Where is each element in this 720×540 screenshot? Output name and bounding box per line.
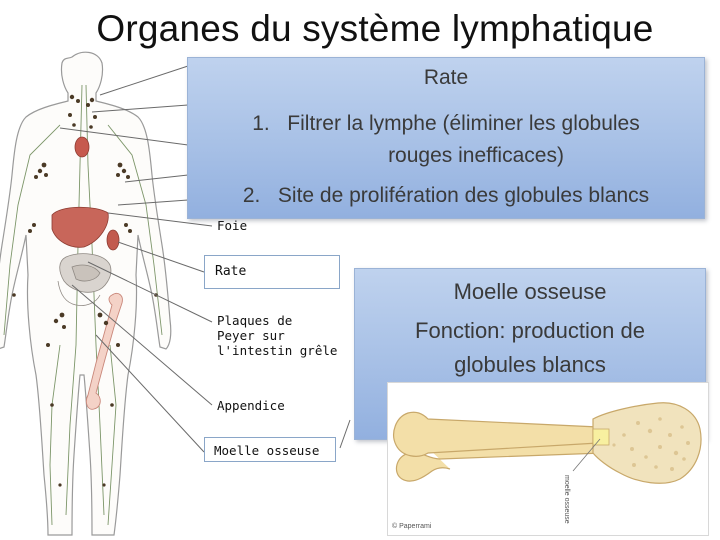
rate-item-1: 1. Filtrer la lymphe (éliminer les globu… xyxy=(188,108,704,140)
bone-copyright: © Paperrami xyxy=(392,523,432,530)
moelle-function: Fonction: production de globules blancs xyxy=(355,314,705,382)
label-appendice: Appendice xyxy=(215,398,287,413)
page-title: Organes du système lymphatique xyxy=(96,8,654,49)
rate-item-2-line-1: Site de prolifération des globules blanc… xyxy=(277,184,650,207)
moelle-function-line-1: Fonction: production de xyxy=(415,318,645,343)
femur-drawing xyxy=(393,402,702,484)
rate-item-1-continuation: rouges inefficaces) xyxy=(388,144,564,167)
bone-illustration: moelle osseuse © Paperrami xyxy=(387,382,709,536)
rate-item-1-number: 1. xyxy=(252,112,270,135)
rate-callout: Rate 1. Filtrer la lymphe (éliminer les … xyxy=(187,57,705,219)
label-plaques-de-peyer: Plaques de Peyer sur l'intestin grêle xyxy=(215,313,340,358)
bone-marrow-vertical-label: moelle osseuse xyxy=(563,475,570,524)
label-moelle-osseuse: Moelle osseuse xyxy=(204,437,336,462)
lymphatic-body-figure xyxy=(0,51,172,536)
label-rate: Rate xyxy=(204,255,340,289)
label-plaques-line-1: Plaques de xyxy=(217,313,293,328)
rate-item-1-line-1: Filtrer la lymphe (éliminer les globules xyxy=(287,112,640,135)
label-plaques-line-3: l'intestin grêle xyxy=(217,343,338,358)
label-plaques-line-2: Peyer sur xyxy=(217,328,285,343)
moelle-heading: Moelle osseuse xyxy=(453,279,607,304)
label-foie: Foie xyxy=(215,218,250,233)
rate-item-2: 2. Site de prolifération des globules bl… xyxy=(188,180,704,212)
moelle-function-line-2: globules blancs xyxy=(454,352,606,377)
rate-heading: Rate xyxy=(423,66,469,89)
rate-item-2-number: 2. xyxy=(242,184,261,207)
